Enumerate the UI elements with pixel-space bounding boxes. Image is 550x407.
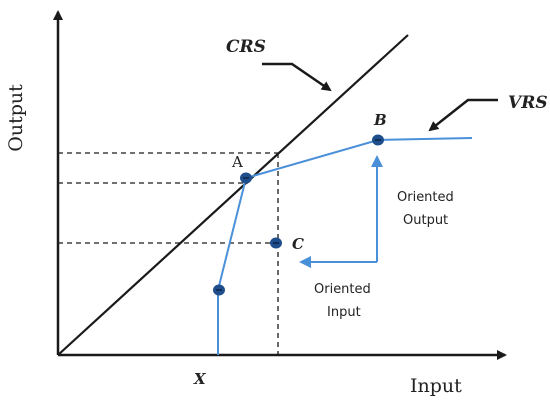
point-b bbox=[372, 134, 384, 146]
oriented-output-line1: Oriented bbox=[397, 190, 454, 205]
point-a-label: A bbox=[231, 153, 243, 171]
y-axis-label: Output bbox=[5, 84, 27, 152]
vrs-label: VRS bbox=[508, 93, 548, 113]
point-b-label: B bbox=[373, 111, 387, 129]
point-x bbox=[213, 284, 225, 296]
oriented-input-line2: Input bbox=[327, 305, 361, 320]
x-axis-label: Input bbox=[410, 375, 462, 397]
oriented-output-line2: Output bbox=[403, 213, 448, 228]
point-c-label: C bbox=[292, 235, 304, 253]
crs-pointer-arrow bbox=[262, 62, 332, 92]
oriented-input-line1: Oriented bbox=[314, 282, 371, 297]
point-c bbox=[270, 237, 282, 249]
crs-frontier-line bbox=[57, 34, 409, 356]
crs-label: CRS bbox=[226, 37, 266, 57]
point-a bbox=[240, 172, 252, 184]
point-x-label: X bbox=[193, 370, 207, 388]
vrs-pointer-arrow bbox=[428, 98, 498, 132]
vrs-frontier-line bbox=[217, 137, 473, 355]
